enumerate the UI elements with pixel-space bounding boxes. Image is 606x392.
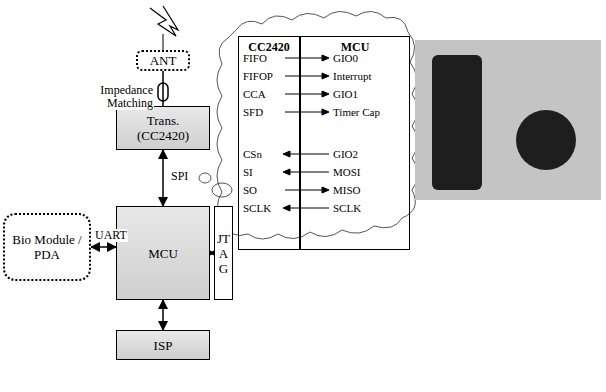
pin-name: SCLK	[333, 201, 361, 215]
chip-panel: CC2420	[238, 36, 300, 250]
block-box: Trans. (CC2420)	[116, 106, 210, 150]
connector	[162, 300, 164, 330]
pin-name: FIFOP	[243, 69, 273, 83]
block-box: ISP	[116, 330, 210, 360]
antenna-stem	[163, 34, 164, 50]
pin-name: SO	[243, 183, 257, 197]
pin-name: GIO1	[333, 87, 358, 101]
pin-name: GIO2	[333, 147, 358, 161]
block-box: ANT	[136, 50, 190, 71]
cloud-puff	[199, 173, 211, 183]
pin-name: Timer Cap	[333, 105, 380, 119]
pin-name: SFD	[243, 105, 263, 119]
cloud-puff	[212, 183, 232, 197]
chip-panel: MCU	[300, 36, 410, 250]
pin-name: CSn	[243, 147, 262, 161]
pin-name: MISO	[333, 183, 361, 197]
connector	[162, 71, 164, 106]
connector	[162, 150, 164, 206]
edge-label: UART	[94, 229, 128, 242]
radio-symbol	[150, 6, 178, 36]
pin-name: SI	[243, 165, 253, 179]
cloud-outline	[217, 11, 418, 239]
photo-background	[415, 40, 601, 200]
pin-name: Interrupt	[333, 69, 371, 83]
node-text: JTAG	[217, 231, 230, 276]
pin-wires	[283, 55, 329, 211]
edge-label: SPI	[170, 170, 189, 183]
block-box: JTAG	[214, 206, 233, 300]
node-text: ANT	[150, 53, 177, 68]
photo-coin	[516, 110, 576, 170]
pin-name: CCA	[243, 87, 266, 101]
edge-label: Impedance Matching	[72, 84, 154, 110]
block-box: MCU	[116, 206, 210, 300]
node-text: MCU	[148, 246, 178, 261]
node-text: Bio Module / PDA	[8, 232, 86, 262]
block-box: Bio Module / PDA	[3, 213, 91, 281]
node-text: ISP	[154, 338, 173, 353]
pin-name: SCLK	[243, 201, 271, 215]
pin-name: GIO0	[333, 51, 358, 65]
pin-name: FIFO	[243, 51, 267, 65]
connector	[91, 246, 116, 248]
node-text: Trans. (CC2420)	[121, 113, 205, 143]
pin-name: MOSI	[333, 165, 361, 179]
photo-board	[432, 55, 482, 190]
